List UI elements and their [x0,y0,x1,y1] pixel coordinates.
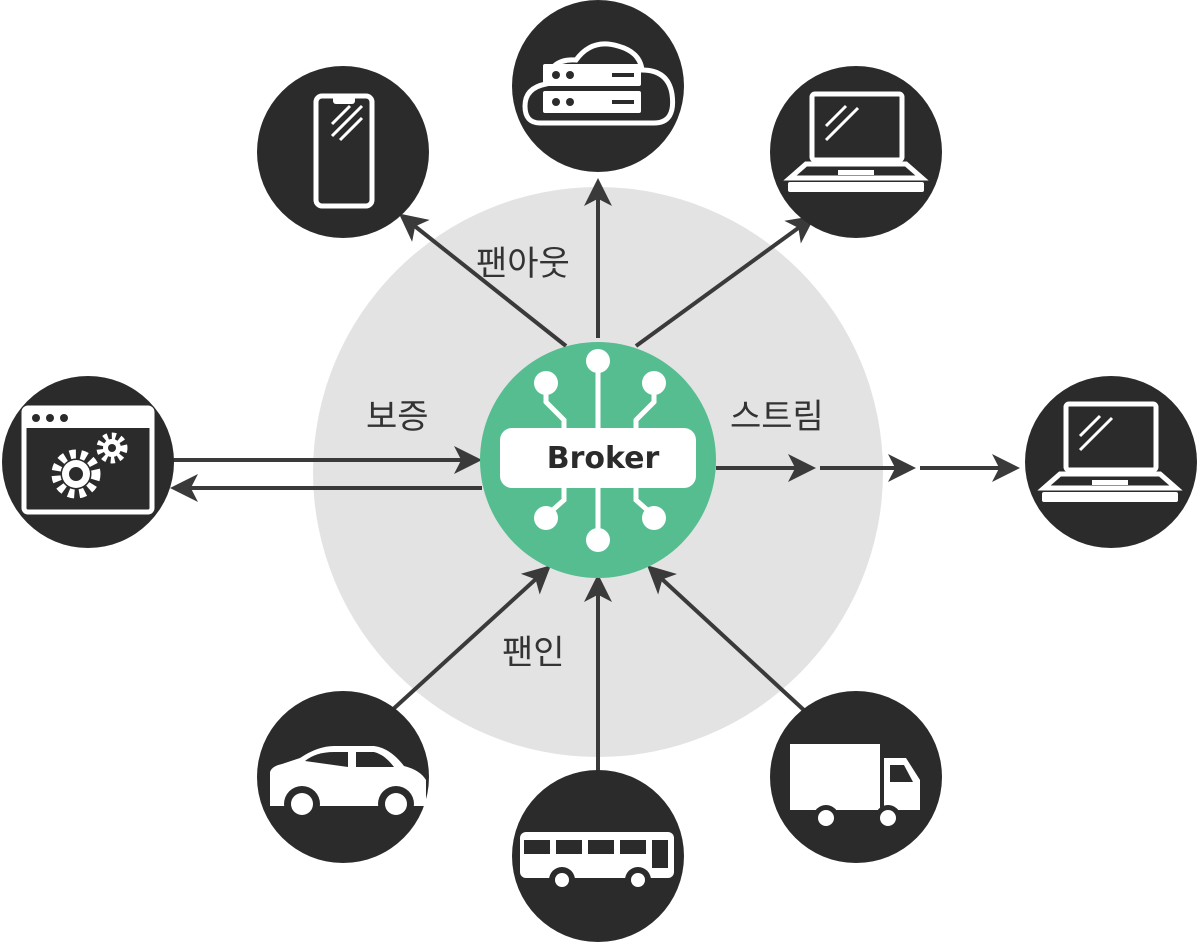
gear-icon [51,432,128,499]
broker-node: Broker [480,342,716,578]
node-app-settings [2,376,174,548]
node-laptop-right [1025,376,1197,548]
label-stream: 스트림 [730,397,824,437]
arrow-from-truck [647,565,808,714]
cloud-server-icon [522,41,676,126]
laptop-icon [1037,401,1183,502]
smartphone-icon [313,93,375,209]
label-fanout: 팬아웃 [476,244,570,284]
arrow-to-laptop-top [634,215,816,348]
fanin-arrows [388,565,808,772]
node-car [257,691,429,863]
node-cloud-server [512,0,684,172]
node-smartphone [257,66,429,238]
bus-icon [520,832,674,893]
node-laptop-top [770,66,942,238]
broker-label-box [500,428,696,488]
node-truck [770,691,942,863]
car-icon [270,746,426,822]
label-fanin: 팬인 [502,633,565,673]
truck-icon [790,744,920,831]
arrow-from-car [388,565,551,714]
label-guarantee: 보증 [366,397,429,437]
node-bus [512,770,684,942]
fanout-arrows [398,178,816,348]
guarantee-arrows [170,446,482,502]
laptop-icon [783,91,929,192]
broker-label: Broker [547,441,660,476]
app-settings-icon [21,405,155,515]
arrow-to-smartphone [398,213,568,348]
